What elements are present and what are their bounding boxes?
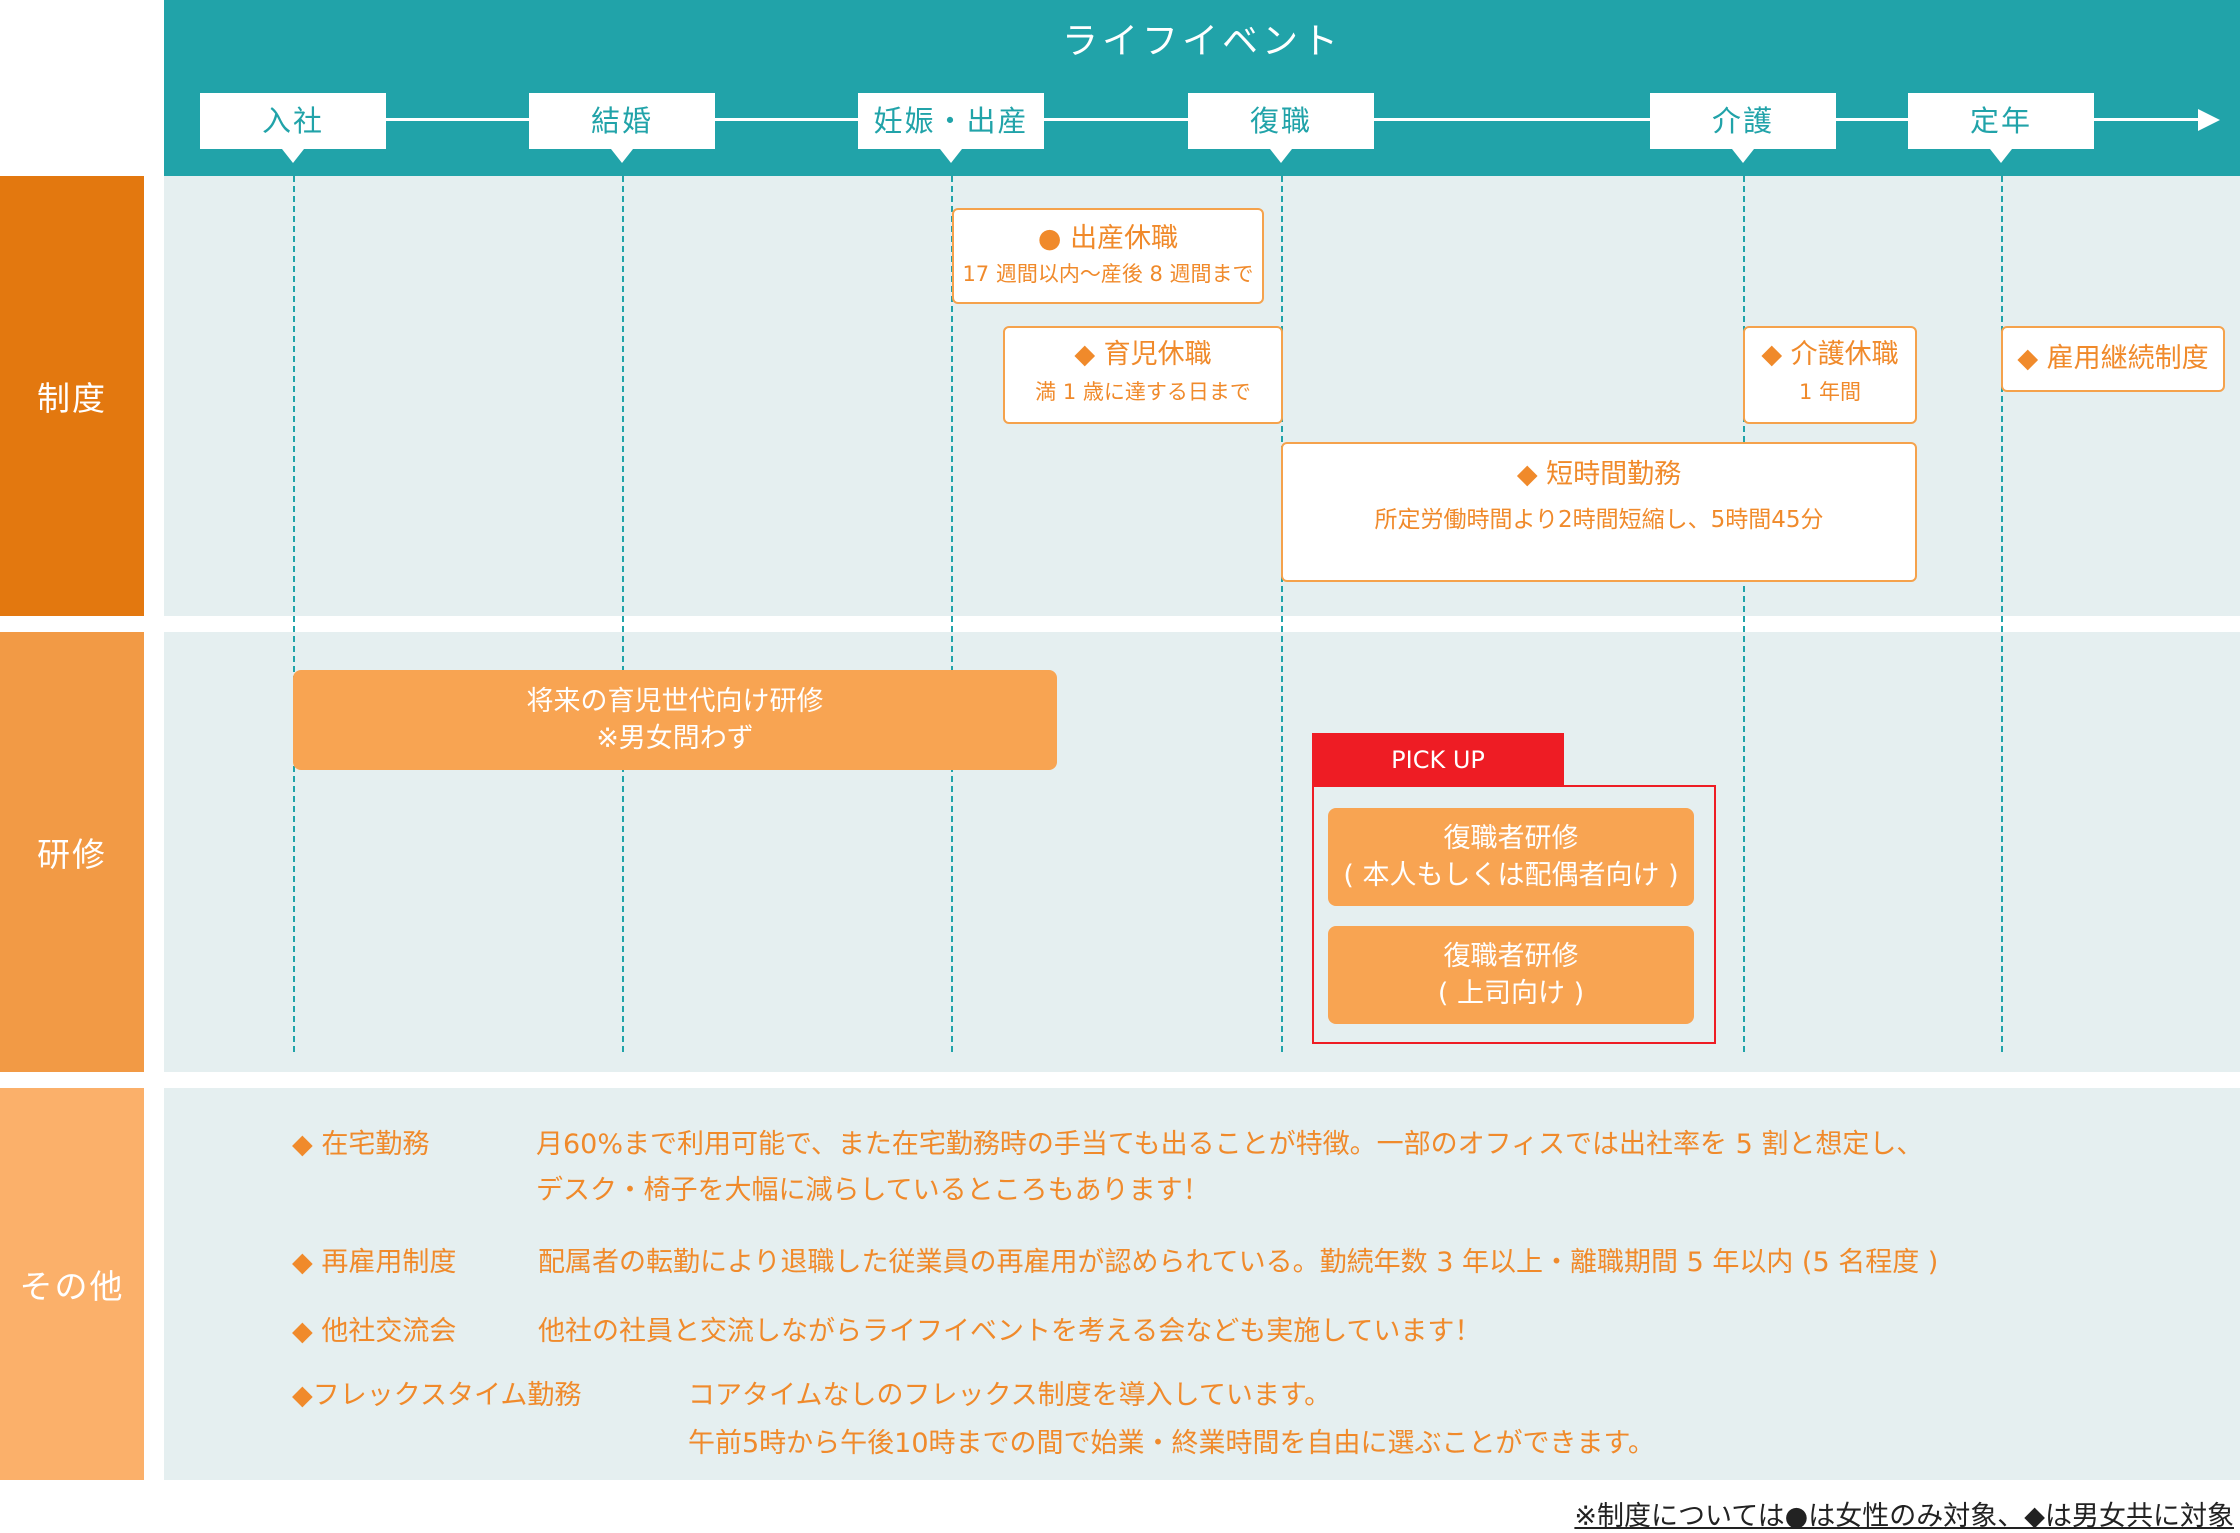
guide-line: [1743, 166, 1745, 1052]
event-pointer: [940, 149, 962, 163]
other-text-zaitaku-2: デスク・椅子を大幅に減らしているところもあります！: [536, 1175, 1210, 1206]
event-fukushoku: 復職: [1188, 93, 1374, 149]
event-kekkon: 結婚: [529, 93, 715, 149]
row-label-sonota: その他: [0, 1088, 144, 1480]
footnote: ※制度については●は女性のみ対象、◆は男女共に対象: [1574, 1501, 2234, 1532]
box-line: 復職者研修: [1443, 941, 1579, 972]
event-pointer: [1732, 149, 1754, 163]
box-title: ◆ 雇用継続制度: [2017, 343, 2209, 374]
event-kaigo: 介護: [1650, 93, 1836, 149]
event-pointer: [1270, 149, 1292, 163]
box-subtitle: 所定労働時間より2時間短縮し、5時間45分: [1374, 507, 1824, 533]
box-line: ( 本人もしくは配偶者向け ): [1343, 860, 1679, 891]
box-ikuji-kyushoku: ◆ 育児休職 満 1 歳に達する日まで: [1003, 326, 1283, 424]
other-text-saikoyou: 配属者の転勤により退職した従業員の再雇用が認められている。勤続年数 3 年以上・…: [538, 1247, 1939, 1278]
event-pointer: [611, 149, 633, 163]
guide-line: [293, 166, 295, 1052]
box-title: ◆ 短時間勤務: [1516, 459, 1682, 490]
box-koyou-keizoku: ◆ 雇用継続制度: [2001, 326, 2225, 392]
event-pointer: [282, 149, 304, 163]
other-text-zaitaku-1: 月60%まで利用可能で、また在宅勤務時の手当ても出ることが特徴。一部のオフィスで…: [536, 1129, 1924, 1160]
box-subtitle: 17 週間以内〜産後 8 週間まで: [962, 262, 1254, 286]
other-text-tasha: 他社の社員と交流しながらライフイベントを考える会なども実施しています！: [538, 1316, 1482, 1347]
pickup-tab: PICK UP: [1312, 733, 1564, 787]
timeline-arrowhead: [2198, 109, 2220, 131]
box-kaigo-kyushoku: ◆ 介護休職 1 年間: [1743, 326, 1917, 424]
row-label-kenshu: 研修: [0, 632, 144, 1072]
row-label-seido: 制度: [0, 176, 144, 616]
box-title: ◆ 育児休職: [1074, 339, 1212, 370]
pickup-frame: [1312, 785, 1716, 1044]
other-label-tasha: ◆ 他社交流会: [292, 1316, 457, 1347]
box-line: 将来の育児世代向け研修: [526, 686, 824, 717]
other-label-flex: ◆フレックスタイム勤務: [292, 1380, 582, 1411]
band-sonota: [164, 1088, 2240, 1480]
box-subtitle: 1 年間: [1798, 380, 1862, 404]
box-fukushoku-kenshu-honnin: 復職者研修 ( 本人もしくは配偶者向け ): [1328, 808, 1694, 906]
box-title: ● 出産休職: [1037, 223, 1179, 254]
box-ikuji-kenshu: 将来の育児世代向け研修 ※男女問わず: [293, 670, 1057, 770]
box-line: ※男女問わず: [596, 723, 754, 754]
box-tanjikan-kinmu: ◆ 短時間勤務 所定労働時間より2時間短縮し、5時間45分: [1281, 442, 1917, 582]
box-line: 復職者研修: [1443, 823, 1579, 854]
event-ninshin-shussan: 妊娠・出産: [858, 93, 1044, 149]
event-teinen: 定年: [1908, 93, 2094, 149]
header-title: ライフイベント: [1061, 21, 1342, 62]
guide-line: [951, 166, 953, 1052]
event-nyusha: 入社: [200, 93, 386, 149]
event-pointer: [1990, 149, 2012, 163]
guide-line: [622, 166, 624, 1052]
other-label-zaitaku: ◆ 在宅勤務: [292, 1129, 430, 1160]
other-text-flex-1: コアタイムなしのフレックス制度を導入しています。: [688, 1380, 1332, 1411]
box-subtitle: 満 1 歳に達する日まで: [1035, 380, 1251, 404]
box-title: ◆ 介護休職: [1761, 339, 1899, 370]
other-label-saikoyou: ◆ 再雇用制度: [292, 1247, 457, 1278]
box-line: ( 上司向け ): [1437, 978, 1585, 1009]
box-fukushoku-kenshu-joshi: 復職者研修 ( 上司向け ): [1328, 926, 1694, 1024]
guide-line: [1281, 166, 1283, 1052]
guide-line: [2001, 166, 2003, 1052]
other-text-flex-2: 午前5時から午後10時までの間で始業・終業時間を自由に選ぶことができます。: [688, 1428, 1655, 1459]
box-shussan-kyushoku: ● 出産休職 17 週間以内〜産後 8 週間まで: [952, 208, 1264, 304]
